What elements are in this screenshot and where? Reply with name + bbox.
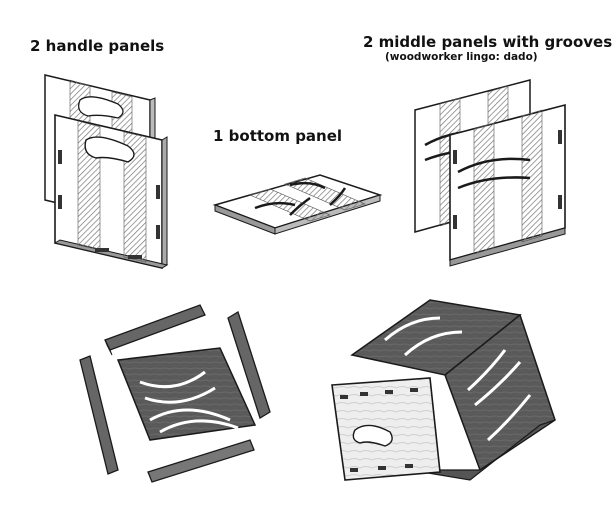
bottom-panel-label: 1 bottom panel — [213, 127, 343, 145]
bottom-panel — [212, 174, 383, 235]
exploded-assembly — [79, 304, 271, 483]
middle-panels-note: (woodworker lingo: dado) — [385, 51, 538, 63]
middle-panel-front — [449, 103, 566, 267]
handle-panels-label: 2 handle panels — [30, 37, 165, 55]
handle-panel-front — [53, 113, 169, 270]
middle-panels-label: 2 middle panels with grooves — [363, 33, 612, 51]
assembled-box — [331, 299, 556, 481]
